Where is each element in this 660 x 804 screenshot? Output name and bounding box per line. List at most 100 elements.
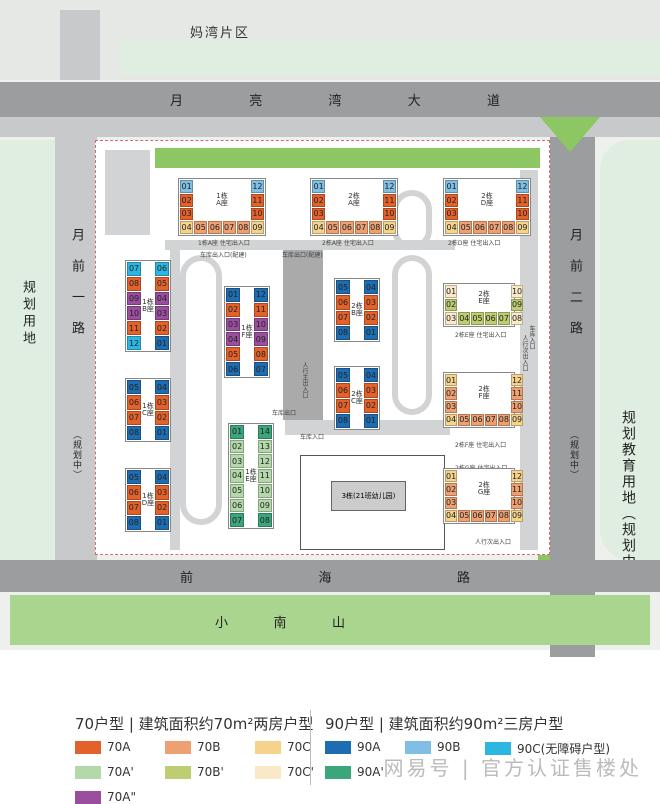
building-label: 1栋 D座 [141,492,155,507]
unit-04: 04 [363,280,378,295]
unit-09: 09 [257,498,272,513]
unit-11: 11 [510,387,524,400]
unit-08: 08 [497,509,510,522]
unit-02: 02 [155,500,169,515]
unit-02: 02 [226,302,241,317]
unit-04: 04 [363,368,378,383]
unit-07: 07 [230,513,245,527]
site-plan: 妈湾片区 月亮湾大道 规划用地 月前一路 （规划中） 月前二路 （规划中） 规划… [0,0,660,657]
building-label: 2栋 B座 [351,302,363,317]
unit-02: 02 [445,298,458,312]
unit-09: 09 [510,298,524,312]
unit-03: 03 [230,454,245,469]
legend: 70户型 | 建筑面积约70m²两房户型 90户型 | 建筑面积约90m²三房户… [0,665,660,804]
unit-06: 06 [127,485,141,500]
unit-03: 03 [445,312,458,325]
unit-14: 14 [257,425,272,439]
unit-07: 07 [127,262,142,276]
unit-01: 01 [154,336,169,350]
building-label: 2栋 C座 [351,390,363,405]
unit-10: 10 [510,400,524,413]
unit-05: 05 [336,368,351,383]
unit-09: 09 [250,221,264,234]
unit-01: 01 [445,470,458,483]
unit-04: 04 [230,469,245,483]
right-land-label: 规划教育用地（规划中） [620,410,636,586]
unit-07: 07 [354,221,368,234]
garage-in-label: 车库出入口(配建) [200,252,247,259]
legend-label: 70A [107,740,131,754]
unit-06: 06 [336,383,351,398]
unit-01: 01 [445,374,458,387]
unit-03: 03 [363,295,378,310]
unit-10: 10 [250,207,264,221]
unit-04: 04 [445,509,458,522]
right-land [600,140,660,560]
unit-09: 09 [127,291,142,306]
legend-label: 90A' [357,765,384,779]
bottom-hill-label: 小南山 [215,616,345,631]
legend-item-90B: 90B [405,740,461,754]
unit-05: 05 [154,276,169,291]
unit-05: 05 [127,470,141,485]
unit-02: 02 [445,387,458,400]
unit-06: 06 [484,312,497,325]
legend-90-title: 90户型 | 建筑面积约90m²三房户型 [325,715,564,733]
building-label: 2栋 D座 [480,192,494,208]
unit-11: 11 [382,193,396,207]
building-label: 1栋 E座 [245,468,257,483]
unit-10: 10 [127,306,142,321]
unit-02: 02 [363,398,378,413]
building-label: 2栋 F座 [478,385,490,401]
unit-03: 03 [445,207,459,221]
unit-08: 08 [127,276,142,291]
unit-06: 06 [230,498,245,513]
unit-12: 12 [253,288,268,302]
left-road-label: 月前一路 [69,228,84,352]
legend-item-90C: 90C(无障碍户型) [485,740,610,757]
internal-road-top [165,240,455,250]
building-label: 1栋 C座 [142,402,154,417]
unit-03: 03 [312,207,326,221]
right-road-label: 月前二路 [567,228,582,352]
unit-01: 01 [230,425,245,439]
legend-label: 70C [287,740,311,754]
building-label: 2栋 G座 [477,481,491,497]
unit-08: 08 [501,221,515,234]
legend-swatch [165,740,191,754]
bottom-green [10,595,650,645]
legend-item-90A: 90A [325,740,380,754]
building-label: 1栋 A座 [216,192,228,208]
unit-07: 07 [336,398,351,413]
unit-10: 10 [515,207,529,221]
unit-08: 08 [257,513,272,527]
legend-item-70Ap: 70A' [75,765,134,779]
unit-01: 01 [312,180,326,193]
legend-swatch [255,740,281,754]
unit-04: 04 [154,291,169,306]
unit-03: 03 [445,400,458,413]
unit-09: 09 [515,221,529,234]
building-label: 1栋 F座 [241,323,253,339]
unit-12: 12 [510,470,524,483]
unit-09: 09 [510,509,524,522]
unit-02: 02 [180,193,194,207]
internal-road-left [170,250,180,550]
kindergarten-label: 3栋(21班幼儿园) [331,481,406,511]
legend-swatch [165,765,191,779]
legend-item-70C: 70C [255,740,311,754]
garage-exit-label: 车库出口 [272,410,297,417]
unit-13: 13 [257,439,272,454]
garage-entry-label: 车库入口 [300,434,325,441]
ped-side-label: 人行次出入口 [521,335,528,371]
unit-10: 10 [510,496,524,509]
unit-03: 03 [155,485,169,500]
entrance-1a: 1栋A座 住宅出入口 [198,240,250,247]
unit-07: 07 [222,221,236,234]
